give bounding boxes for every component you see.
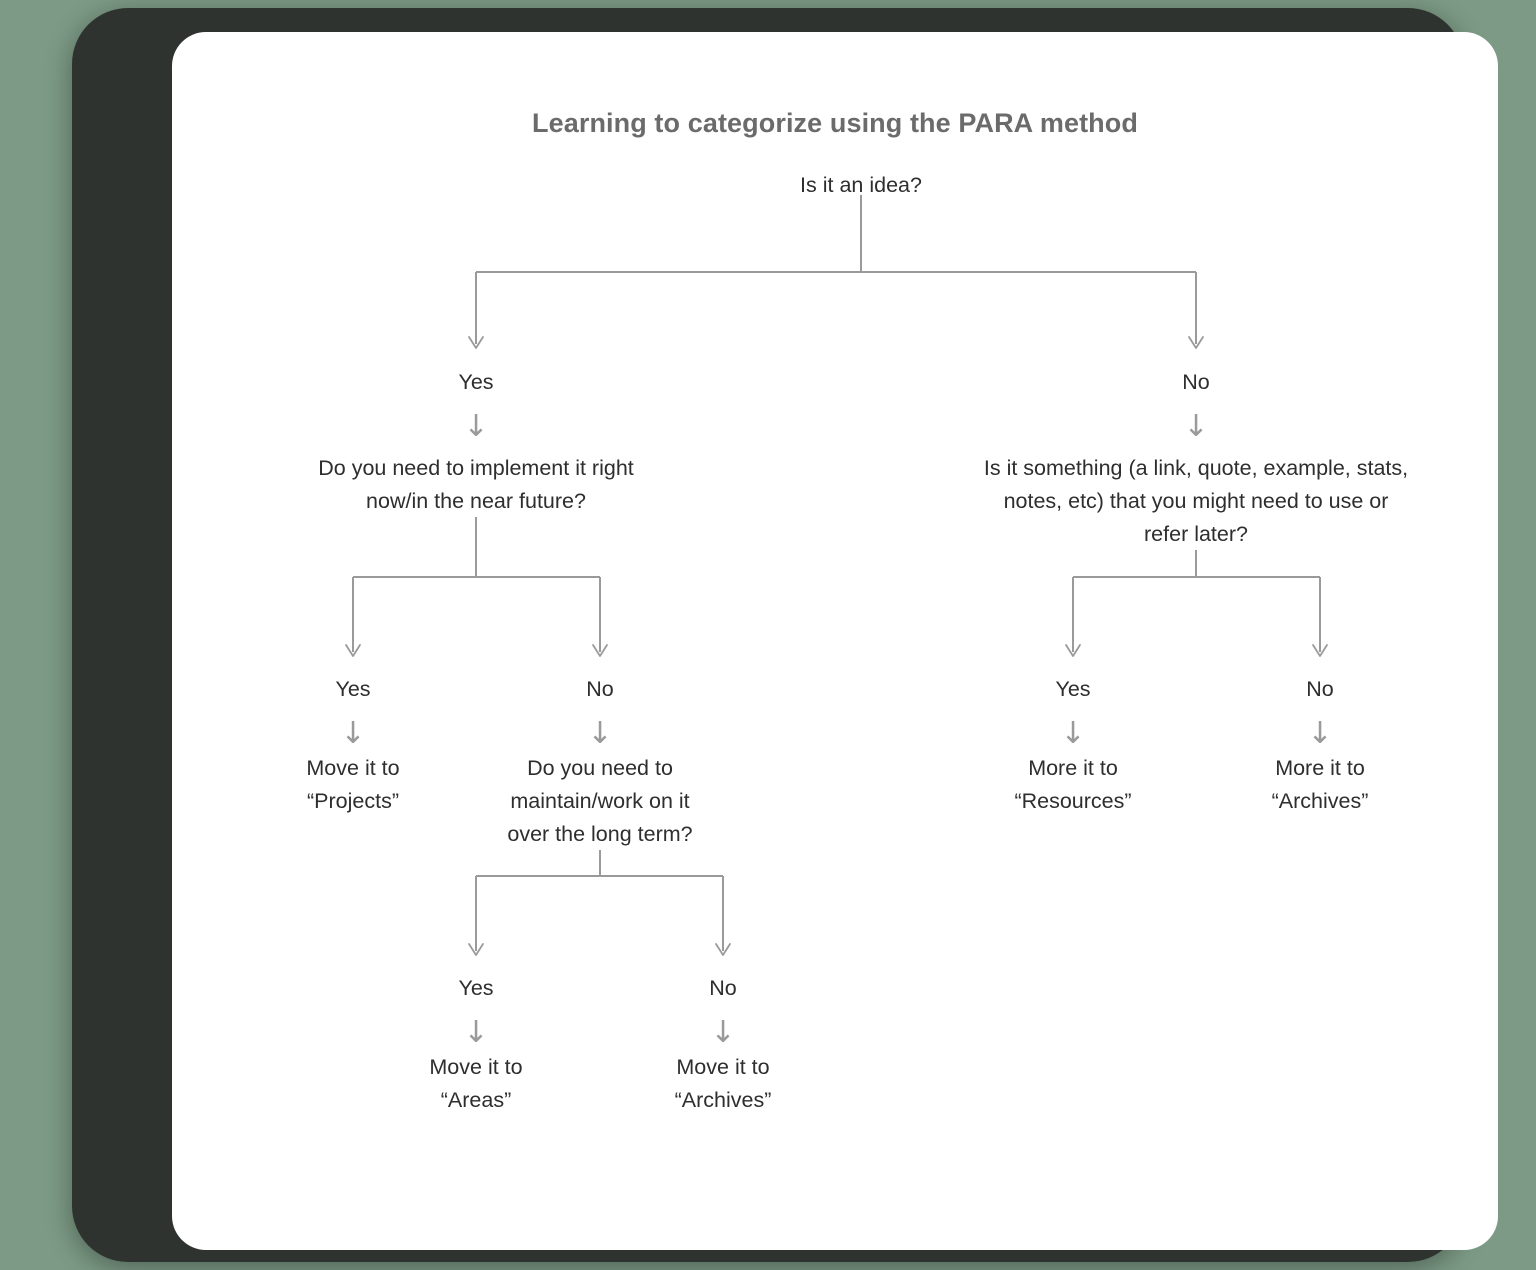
edge-label-implement-no: No: [586, 677, 614, 701]
node-move-to-areas: Move it to “Areas”: [429, 1055, 523, 1112]
arrow-down-icon-root-yes: ↓: [463, 409, 489, 444]
edge-label-root-yes: Yes: [458, 370, 494, 394]
edge-label-implement-yes: Yes: [335, 677, 371, 701]
node-implement-question: Do you need to implement it right now/in…: [318, 456, 634, 513]
edge-label-refer-yes: Yes: [1055, 677, 1091, 701]
node-move-to-projects: Move it to “Projects”: [306, 756, 400, 813]
node-refer-later-question: Is it something (a link, quote, example,…: [983, 456, 1409, 546]
arrow-down-icon-refer-no: ↓: [1307, 716, 1333, 751]
node-is-it-an-idea: Is it an idea?: [800, 173, 922, 197]
device-frame: Learning to categorize using the PARA me…: [72, 8, 1498, 1262]
arrow-down-icon-implement-yes: ↓: [340, 716, 366, 751]
edge-label-maintain-no: No: [709, 976, 737, 1000]
node-move-to-resources: More it to “Resources”: [1014, 756, 1132, 813]
node-more-to-archives-right: More it to “Archives”: [1271, 756, 1369, 813]
edge-label-refer-no: No: [1306, 677, 1334, 701]
arrow-down-icon-maintain-no: ↓: [710, 1015, 736, 1050]
edge-label-root-no: No: [1182, 370, 1210, 394]
page-title: Learning to categorize using the PARA me…: [532, 108, 1138, 138]
node-maintain-question: Do you need to maintain/work on it over …: [507, 756, 693, 846]
node-move-to-archives-bottom: Move it to “Archives”: [674, 1055, 772, 1112]
arrow-down-icon-root-no: ↓: [1183, 409, 1209, 444]
arrow-down-icon-refer-yes: ↓: [1060, 716, 1086, 751]
edge-label-maintain-yes: Yes: [458, 976, 494, 1000]
diagram-canvas: Learning to categorize using the PARA me…: [172, 32, 1498, 1250]
arrow-down-icon-implement-no: ↓: [587, 716, 613, 751]
arrow-down-icon-maintain-yes: ↓: [463, 1015, 489, 1050]
